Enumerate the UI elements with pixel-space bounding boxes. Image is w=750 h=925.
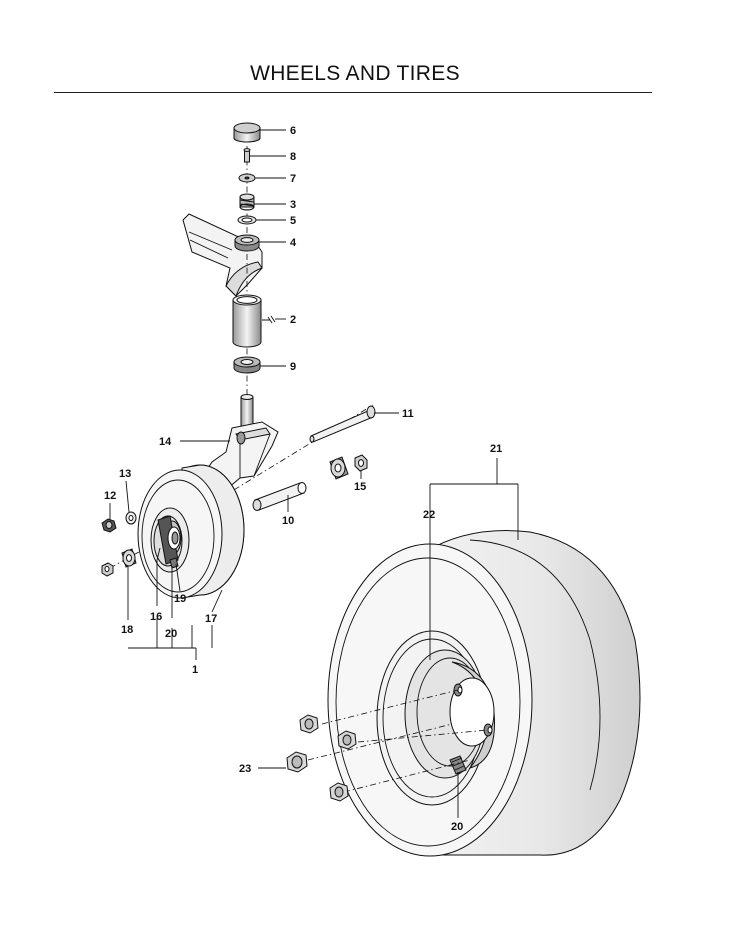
callout-4: 4 [290,237,297,249]
drive-tire-assembly [327,530,641,857]
callout-19: 19 [174,593,186,605]
lug-nut-1 [299,714,319,734]
callout-1: 1 [192,664,198,676]
lug-line-3 [307,723,453,761]
lug-line-1 [321,689,459,725]
left-washer-hole [128,515,134,521]
callout-7: 7 [290,173,296,185]
pivot-tube-part [232,294,262,348]
callout-9: 9 [290,361,296,373]
upper-bearing-part [234,234,260,252]
callout-2: 2 [290,314,296,326]
caster-wheel-assembly [137,464,245,599]
callout-18: 18 [121,624,133,636]
callout-15: 15 [354,481,366,493]
callout-6: 6 [290,125,296,137]
caster-frame-arm [182,213,263,297]
lower-bearing-part [233,356,261,374]
callout-11: 11 [402,408,414,420]
thin-washer-hole [241,217,253,223]
page-title: WHEELS AND TIRES [250,62,460,85]
callout-20-caster: 20 [165,628,177,640]
axle-bolt-part [309,405,376,443]
callout-5: 5 [290,215,296,227]
callout-20-drive: 20 [451,821,463,833]
left-locknut-part [101,518,117,533]
washer-hole [244,176,250,180]
callout-10: 10 [282,515,294,527]
drive-valve-stem [449,755,467,775]
left-bushing-part [121,548,137,568]
leader-lines [109,129,519,818]
lug-nut-3 [286,751,308,773]
callout-14: 14 [159,436,172,448]
right-locknut-part [354,454,368,472]
callout-21: 21 [490,443,502,455]
callout-12: 12 [104,490,116,502]
callout-8: 8 [290,151,296,163]
dust-cap-part [233,122,261,143]
callout-13: 13 [119,468,131,480]
callout-22: 22 [423,509,435,521]
callout-17: 17 [205,613,217,625]
spring-washer-part [239,193,255,211]
lug-nut-2 [337,730,357,750]
lug-line-4 [343,759,471,793]
spacer-tube-part [252,482,307,511]
callout-labels: 6 8 7 3 5 4 2 9 11 14 10 15 13 12 19 16 … [104,125,502,833]
callout-16: 16 [150,611,162,623]
tube-grease-zerk [262,315,276,324]
right-bushing-part [329,456,349,480]
grease-fitting-part [243,148,251,163]
lug-line-2 [357,729,489,743]
left-small-nut-part [101,562,114,577]
title-rule [54,92,652,93]
callout-23: 23 [239,763,251,775]
callout-3: 3 [290,199,296,211]
lug-nut-4 [329,782,349,802]
